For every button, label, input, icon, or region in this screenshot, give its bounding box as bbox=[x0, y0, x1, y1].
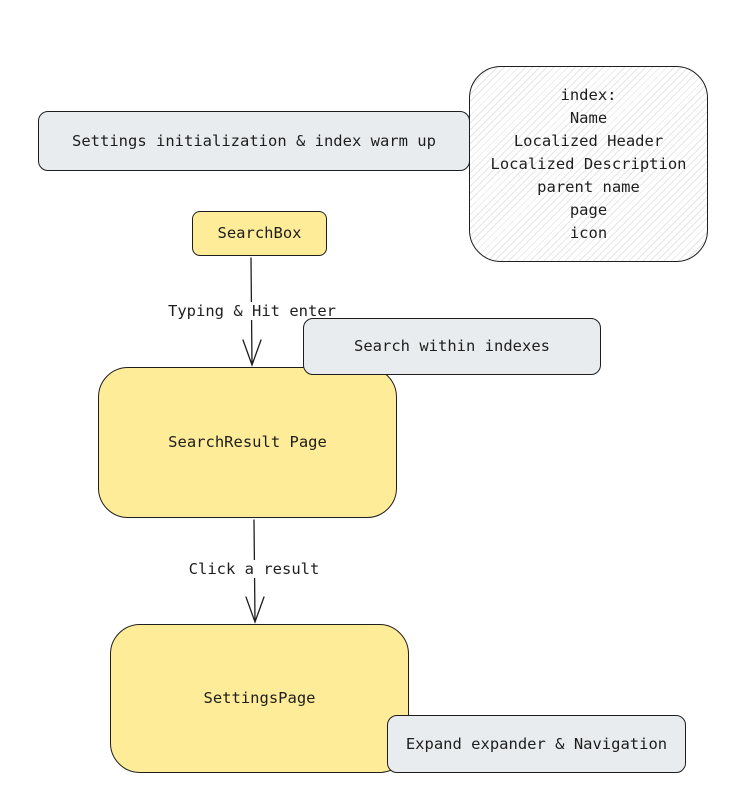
search-result-page-node: SearchResult Page bbox=[98, 367, 397, 518]
edge-label-typing: Typing & Hit enter bbox=[166, 302, 338, 320]
settings-init-node: Settings initialization & index warm up bbox=[38, 111, 470, 171]
index-info-node: index: Name Localized Header Localized D… bbox=[469, 66, 708, 262]
search-within-node: Search within indexes bbox=[303, 318, 601, 375]
settings-page-node: SettingsPage bbox=[110, 624, 409, 773]
edge-label-click: Click a result bbox=[186, 560, 322, 578]
searchbox-node: SearchBox bbox=[192, 211, 327, 256]
expand-navigation-node: Expand expander & Navigation bbox=[387, 715, 686, 773]
